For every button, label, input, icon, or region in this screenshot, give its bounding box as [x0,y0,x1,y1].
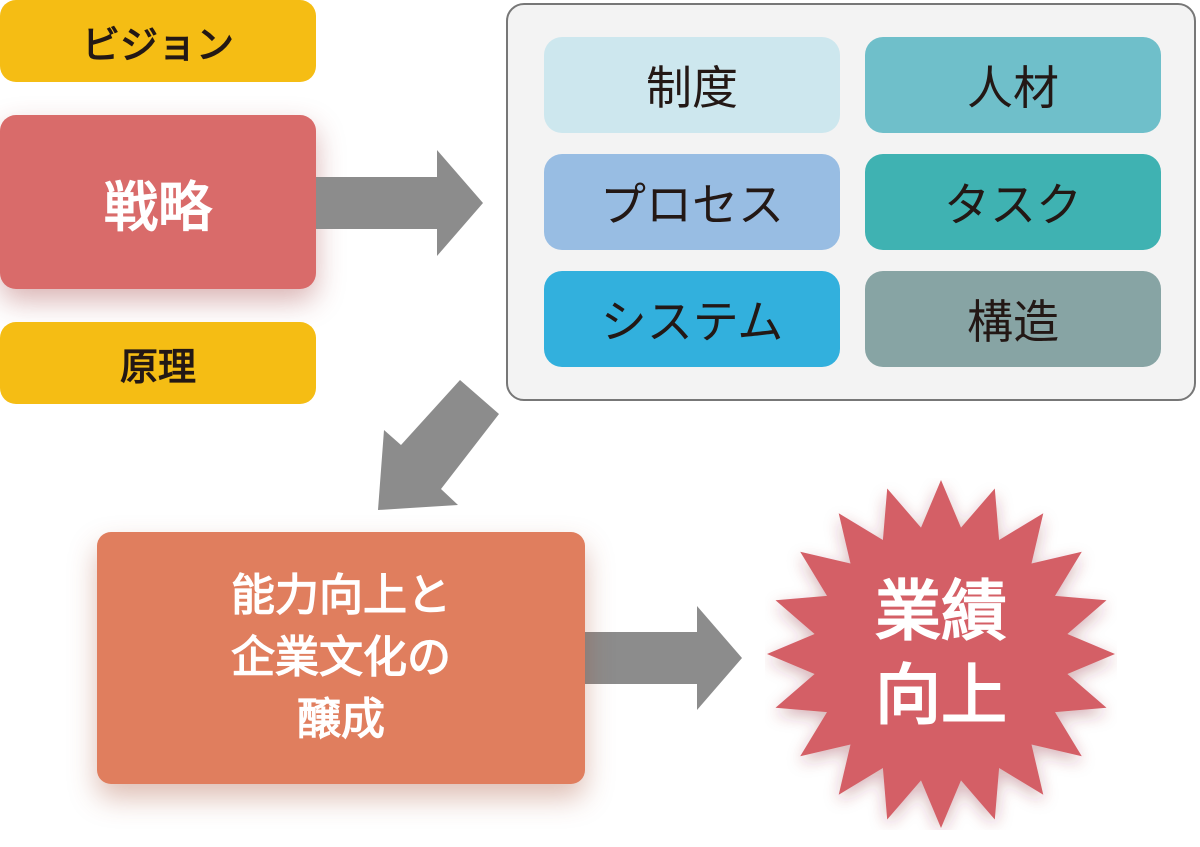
element-talent: 人材 [865,37,1161,133]
element-label: タスク [944,178,1082,232]
outcome-line: 企業文化の [231,632,451,683]
element-label: 制度 [646,61,738,115]
elements-panel: 制度 人材 プロセス タスク システム 構造 [506,3,1196,401]
element-label: プロセス [600,178,784,232]
result-line: 業績 [875,573,1007,650]
right-arrow-outcome [585,606,742,710]
result-line: 向上 [875,657,1007,734]
element-label: システム [600,295,784,349]
vision-label: ビジョン [81,22,234,67]
strategy-label: 戦略 [104,175,212,239]
principle-box: 原理 [0,322,316,404]
element-process: プロセス [544,154,840,250]
element-label: 構造 [967,295,1059,349]
element-system-of-rules: 制度 [544,37,840,133]
principle-label: 原理 [119,344,196,389]
outcome-line: 能力向上と [231,570,451,621]
result-burst [767,480,1115,828]
strategy-box: 戦略 [0,115,316,289]
down-left-arrow [378,380,499,510]
element-structure: 構造 [865,271,1161,367]
outcome-box: 能力向上と 企業文化の 醸成 [97,532,585,784]
element-task: タスク [865,154,1161,250]
element-system: システム [544,271,840,367]
element-label: 人材 [967,61,1059,115]
result-text: 業績 向上 [765,478,1117,830]
outcome-line: 醸成 [297,694,385,745]
vision-box: ビジョン [0,0,316,82]
starburst-shape [767,480,1115,828]
right-arrow-strategy [316,150,483,256]
